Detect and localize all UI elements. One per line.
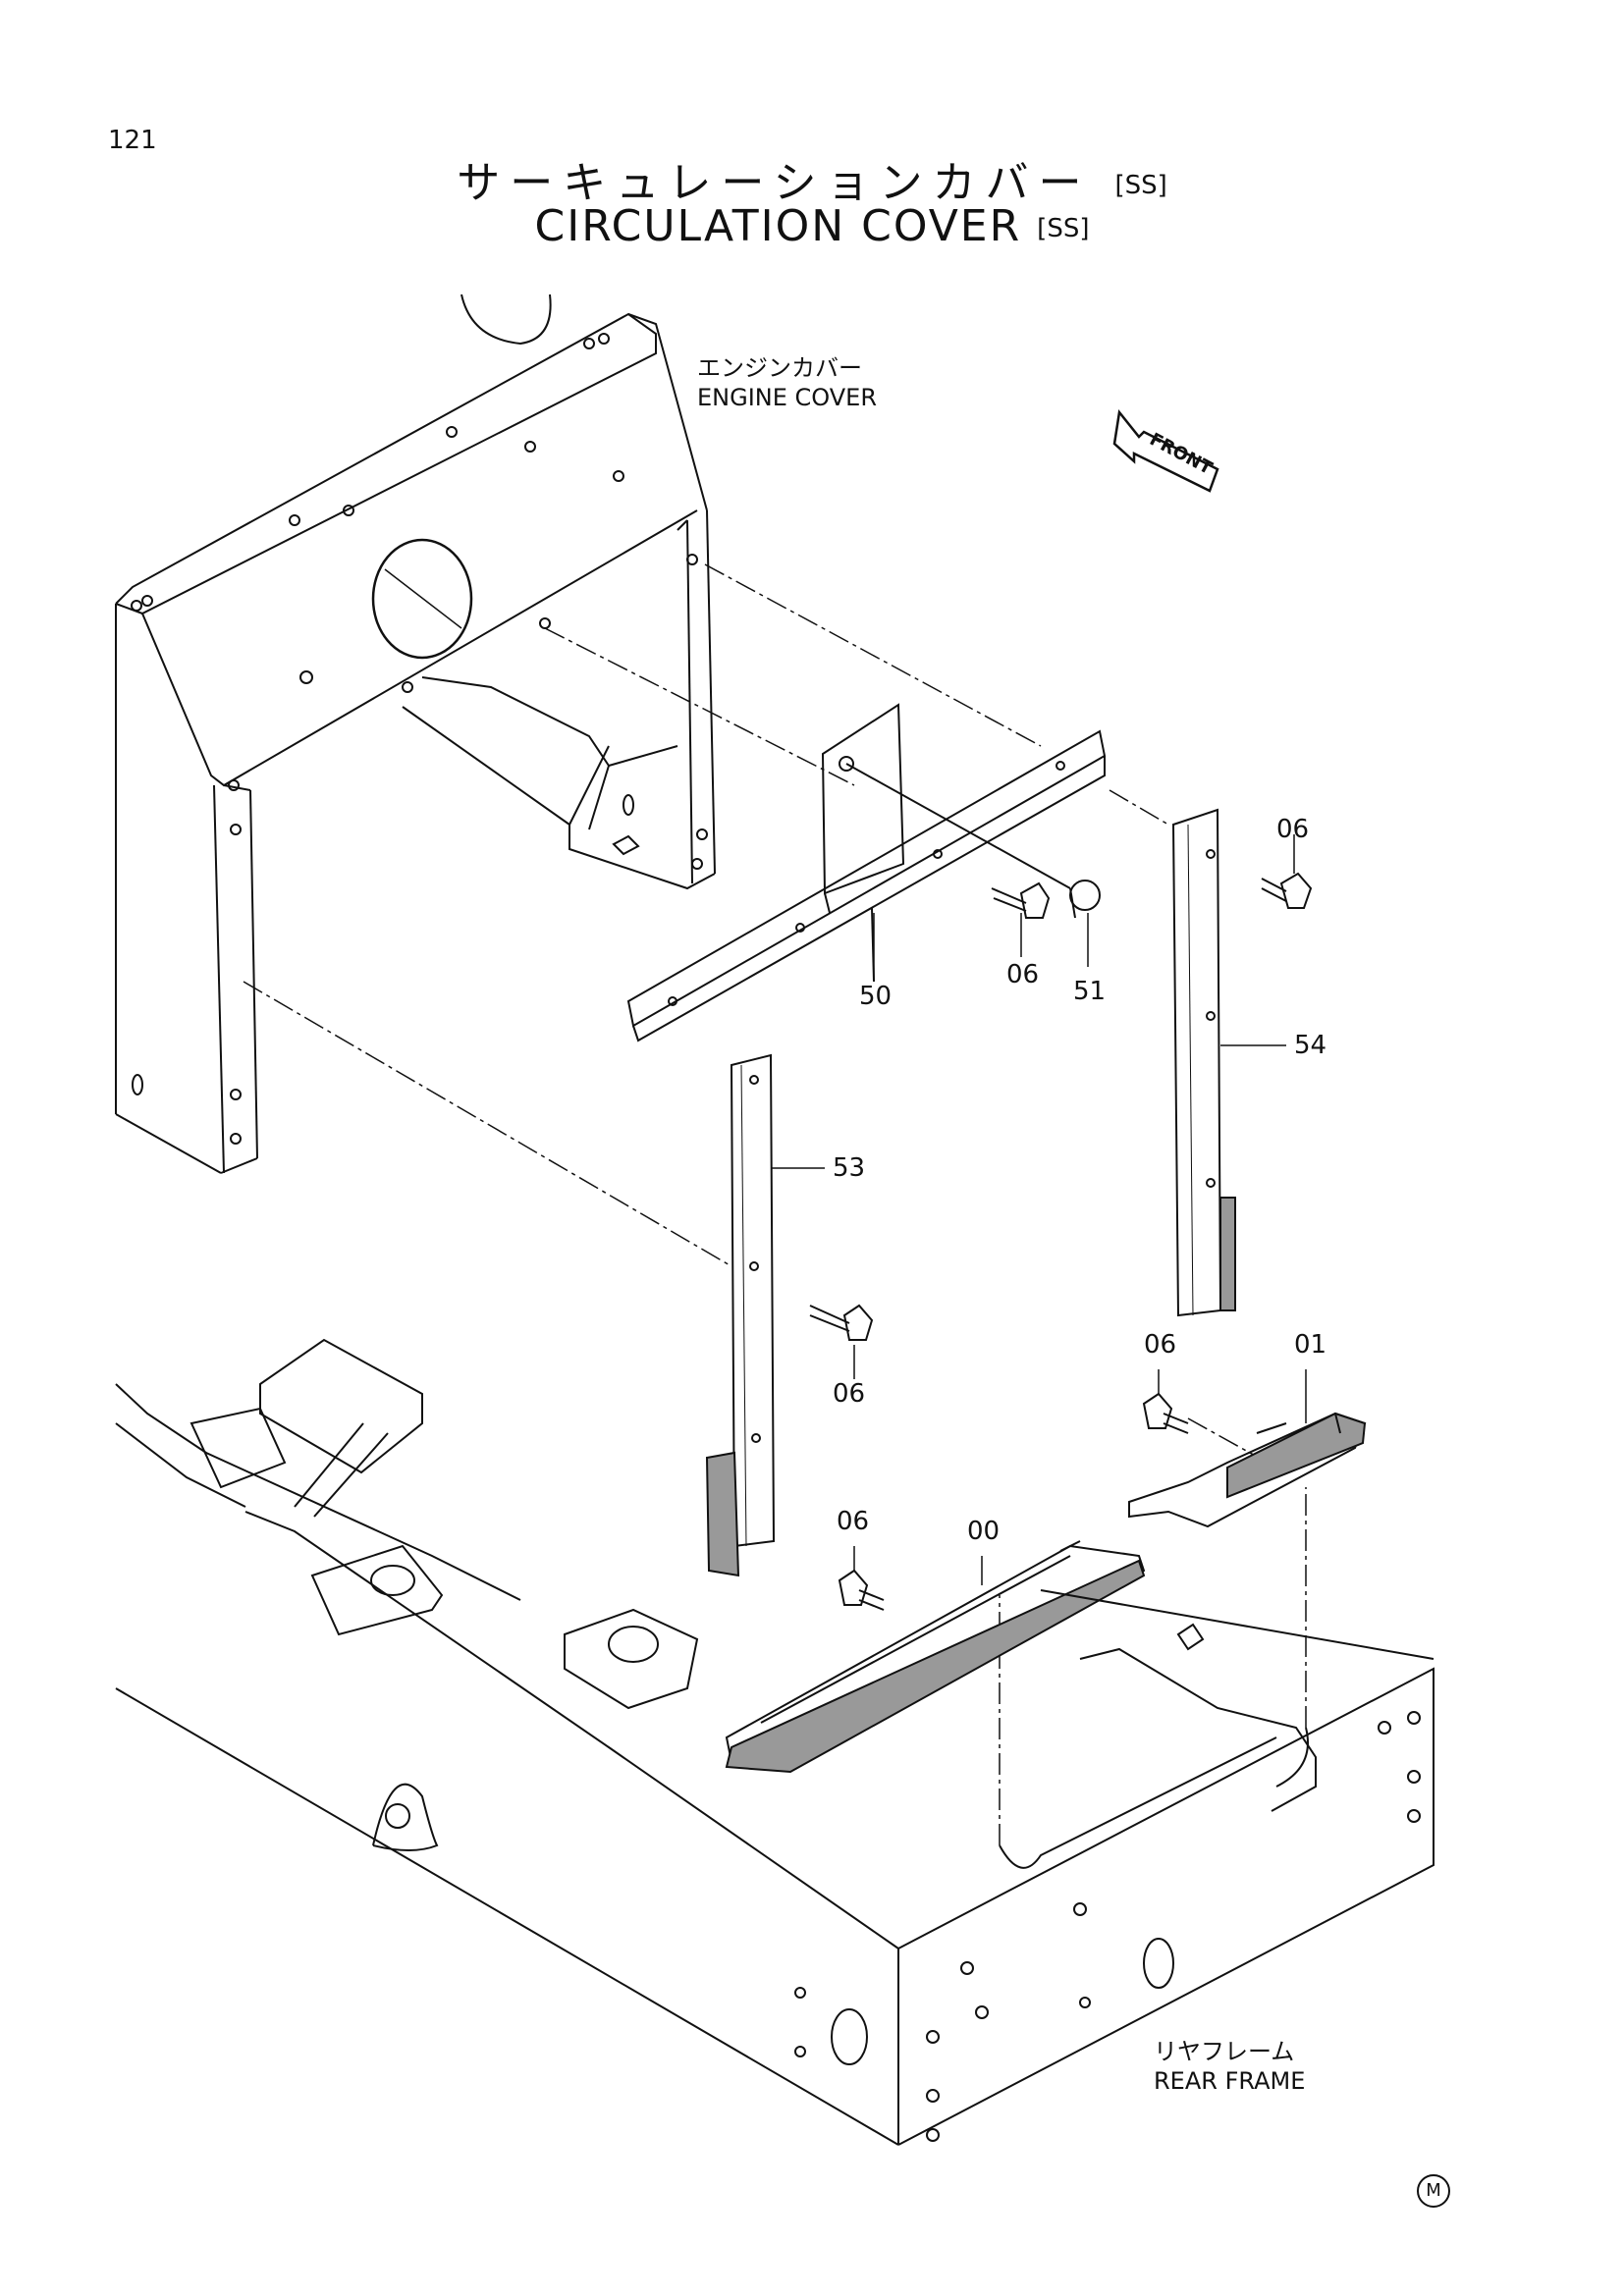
callout-06-b: 06 [1006, 960, 1040, 989]
bolt-06-d [1142, 1392, 1189, 1434]
callout-54: 54 [1294, 1031, 1327, 1060]
page-number: 121 [108, 126, 157, 155]
engine-cover-label-en: ENGINE COVER [697, 384, 878, 411]
callout-50: 50 [859, 982, 893, 1011]
callout-01: 01 [1294, 1330, 1327, 1360]
projection-lines [243, 563, 1307, 1845]
rear-frame [115, 1338, 1435, 2146]
title-english: CIRCULATION COVER [SS] [534, 201, 1090, 251]
bolt-06-b [1261, 872, 1313, 909]
part-01-cover [1128, 1412, 1367, 1528]
callout-53: 53 [833, 1153, 866, 1183]
engine-cover-label-jp: エンジンカバー [697, 354, 862, 382]
title-tag-en: [SS] [1037, 214, 1090, 243]
callout-00: 00 [967, 1517, 1001, 1546]
callout-06-d: 06 [1144, 1330, 1177, 1360]
engine-cover-frame [115, 294, 716, 1174]
title-tag-jp: [SS] [1114, 171, 1167, 200]
part-00-cover [725, 1540, 1146, 1774]
corner-mark: M [1417, 2174, 1450, 2208]
title-japanese: サーキュレーションカバー [SS] [457, 158, 1167, 208]
part-53-strip [705, 1053, 776, 1577]
front-arrow-icon [1112, 409, 1219, 493]
bolt-06-c [809, 1304, 874, 1341]
bolt-06-e [838, 1569, 885, 1611]
rear-frame-label-jp: リヤフレーム [1154, 2038, 1295, 2065]
callout-06-c: 06 [833, 1379, 866, 1409]
part-54-strip [1171, 808, 1236, 1317]
callout-51: 51 [1073, 977, 1107, 1006]
rear-frame-label: リヤフレーム REAR FRAME [1154, 2037, 1305, 2096]
engine-cover-label: エンジンカバー ENGINE COVER [697, 353, 877, 412]
bolt-06-a [991, 881, 1051, 919]
leader-lines [771, 834, 1307, 1585]
rear-frame-label-en: REAR FRAME [1154, 2067, 1306, 2095]
callout-06-a: 06 [1276, 815, 1310, 844]
callout-06-e: 06 [837, 1507, 870, 1536]
cap-51 [1069, 880, 1101, 919]
